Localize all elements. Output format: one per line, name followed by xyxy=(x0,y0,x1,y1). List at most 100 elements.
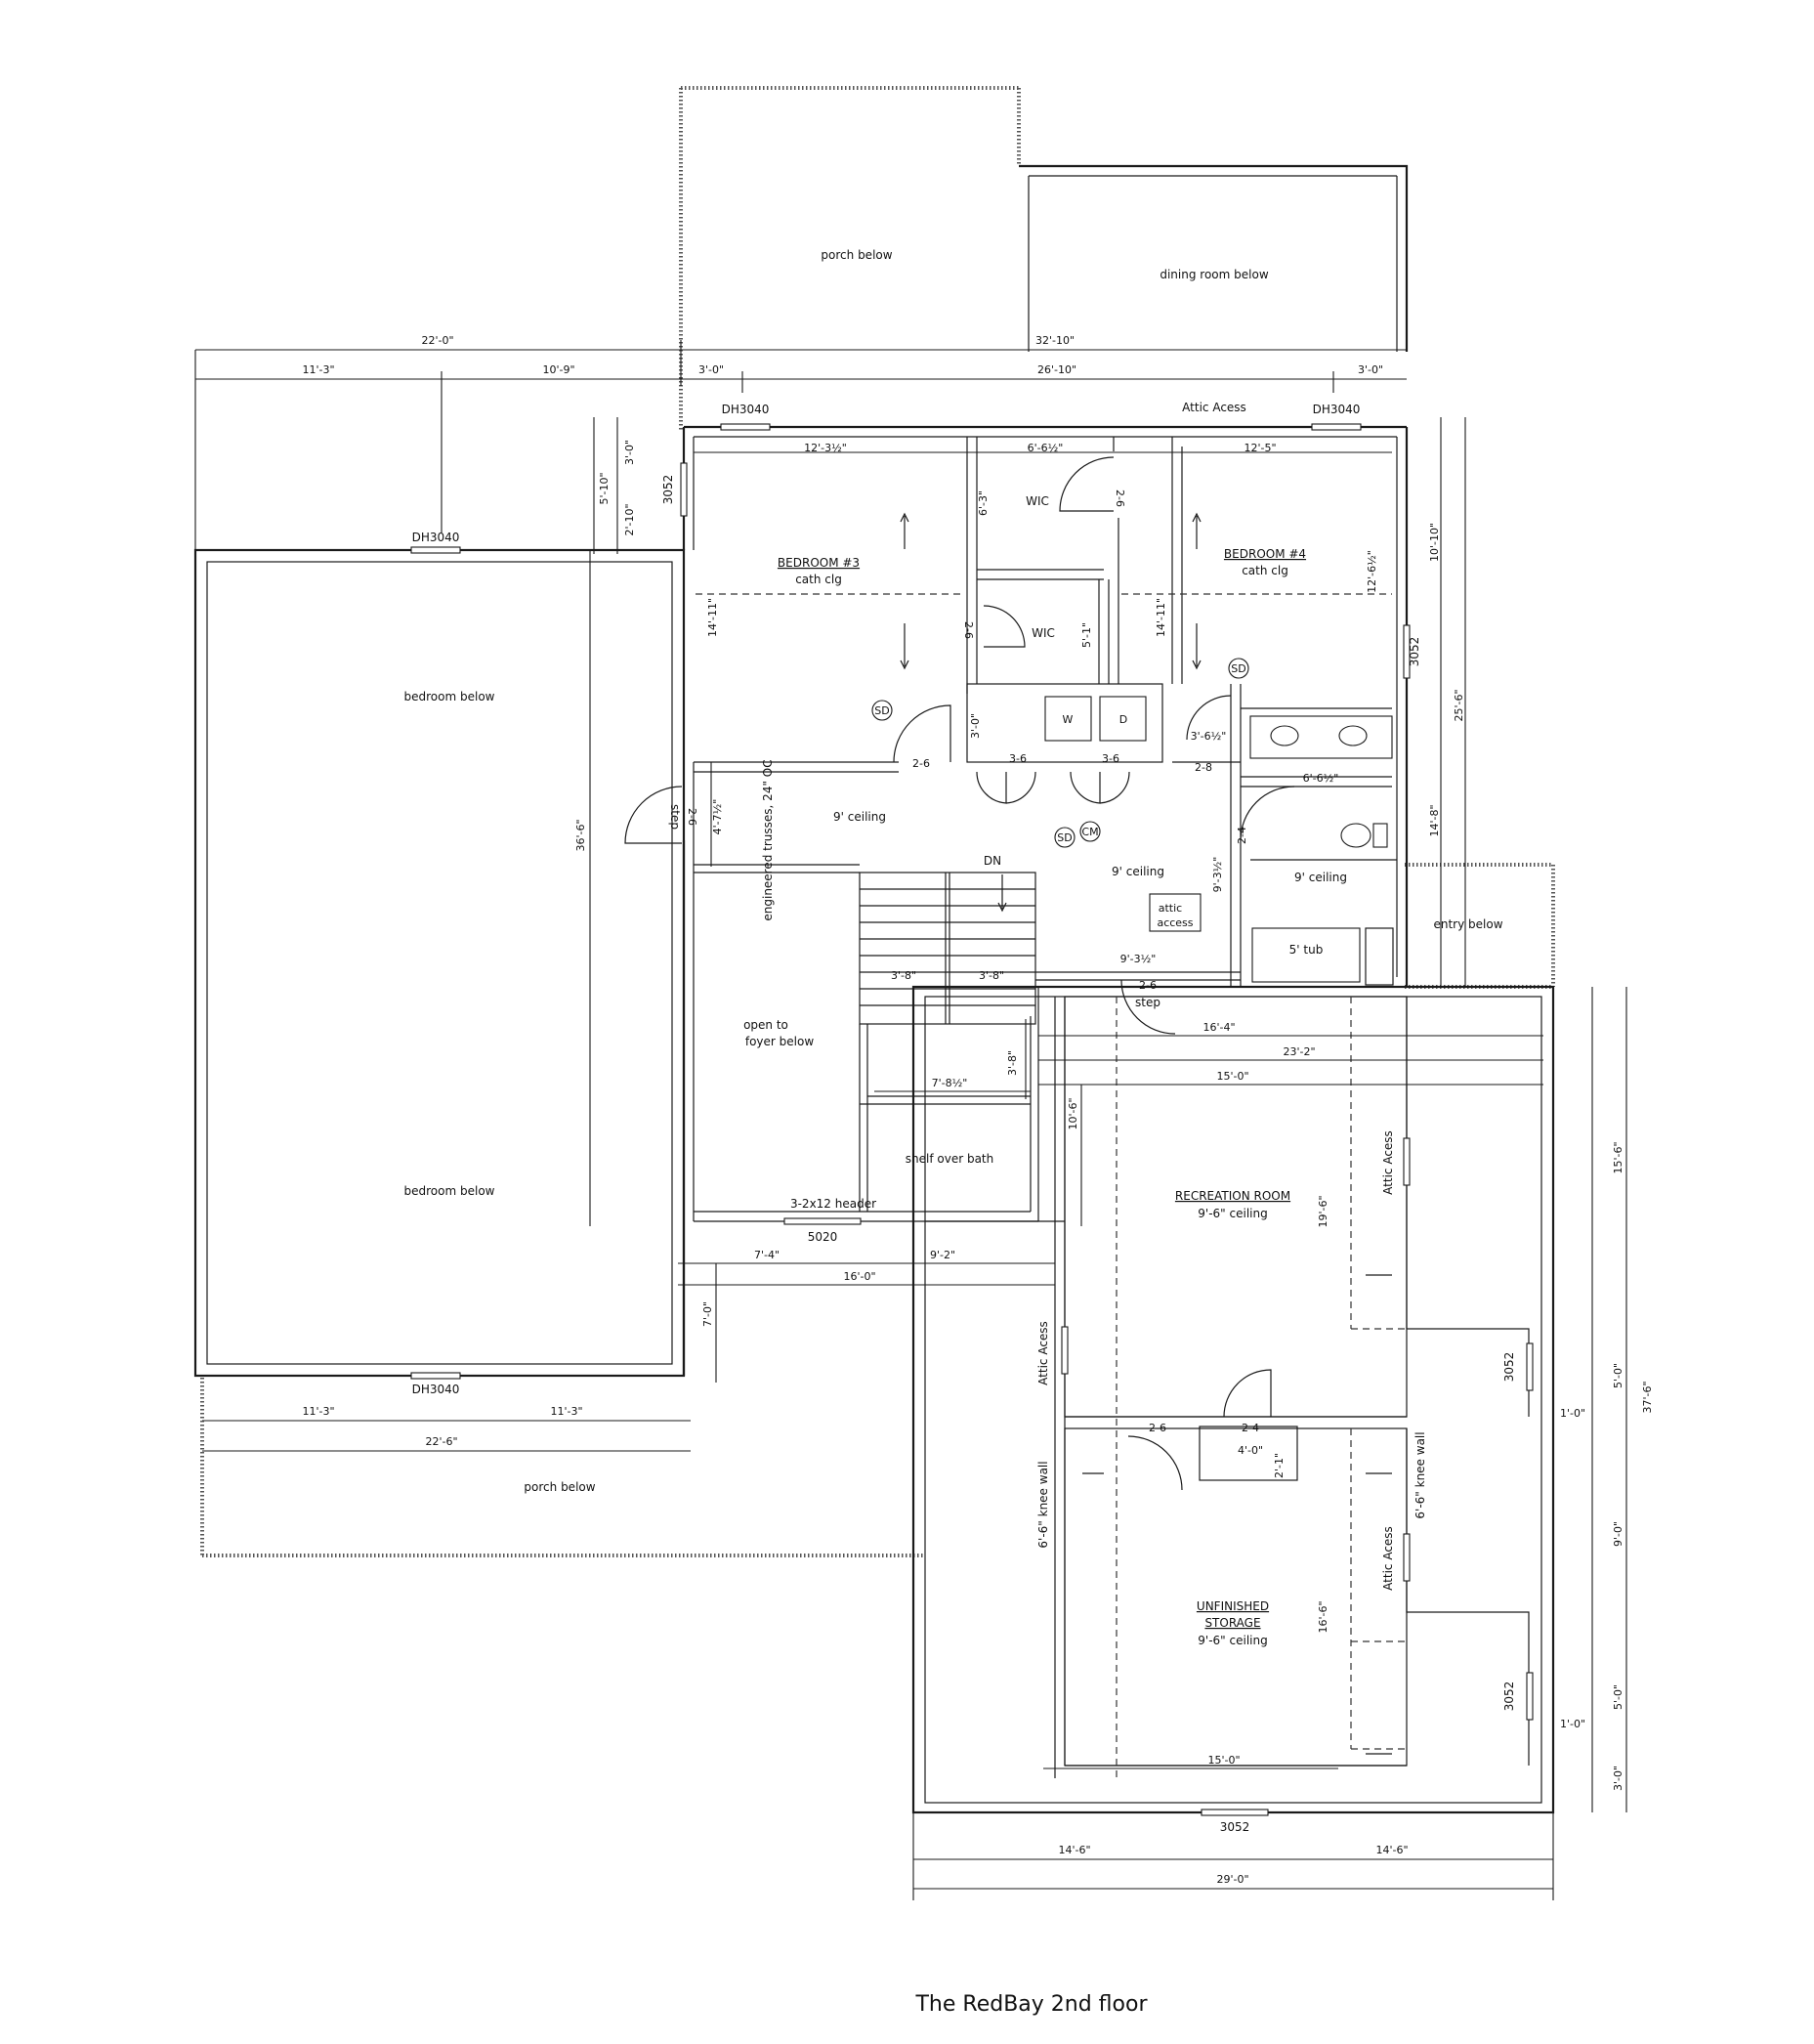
porch-below-top: porch below xyxy=(821,248,892,262)
window-3052-left: 3052 xyxy=(661,475,675,505)
dim-2-8: 2-8 xyxy=(1195,761,1212,774)
washer-label: W xyxy=(1063,713,1074,726)
attic-access-2: access xyxy=(1157,916,1193,929)
dim-3-6b: 3-6 xyxy=(1102,752,1119,765)
dim-7-4: 7'-4" xyxy=(754,1249,780,1261)
porch-outline-top xyxy=(679,86,1021,430)
dim-1-0b: 1'-0" xyxy=(1560,1718,1585,1730)
dim-3-8c: 3'-8" xyxy=(1006,1050,1019,1076)
attic-acess-left: Attic Acess xyxy=(1036,1321,1050,1385)
dim-3-0e: 3'-0" xyxy=(1612,1766,1624,1791)
window-3052-rec: 3052 xyxy=(1502,1352,1516,1383)
dim-3-0d: 3'-0" xyxy=(969,713,982,739)
dim-3-0a: 3'-0" xyxy=(698,363,724,376)
stair-treads xyxy=(860,873,1035,1024)
ceiling-hall-left: 9' ceiling xyxy=(833,810,886,824)
recreation-room-label: RECREATION ROOM xyxy=(1175,1189,1290,1203)
dim-26-10: 26'-10" xyxy=(1037,363,1076,376)
open-to-1: open to xyxy=(743,1018,788,1032)
dim-6-6h2: 6'-6½" xyxy=(1303,772,1339,785)
bedroom3-note: cath clg xyxy=(795,573,842,586)
bedroom3-label: BEDROOM #3 xyxy=(778,556,860,570)
dim-9-2: 9'-2" xyxy=(930,1249,955,1261)
dim-3-0b: 3'-0" xyxy=(1358,363,1383,376)
dim-5-0b: 5'-0" xyxy=(1612,1684,1624,1710)
wic-label-1: WIC xyxy=(1026,494,1049,508)
porch-outline-bottom xyxy=(200,1378,923,1557)
window-dh-left-top: DH3040 xyxy=(412,531,460,544)
dimension-lines xyxy=(194,340,1627,1900)
sd-label-2: SD xyxy=(1231,662,1245,675)
dim-9-0: 9'-0" xyxy=(1612,1521,1624,1547)
dim-14-6b: 14'-6" xyxy=(1375,1844,1408,1856)
bedroom-below-1: bedroom below xyxy=(404,690,495,703)
dim-6-3: 6'-3" xyxy=(977,490,990,516)
dim-14-8: 14'-8" xyxy=(1428,804,1441,836)
window-dh-top-left: DH3040 xyxy=(722,403,770,416)
area-notes: porch below dining room below bedroom be… xyxy=(404,248,1503,1591)
dim-14-11b: 14'-11" xyxy=(1155,598,1167,637)
window-3052-bottom: 3052 xyxy=(1220,1820,1250,1834)
dim-3-6h: 3'-6½" xyxy=(1191,730,1227,743)
dim-2-4a: 2-4 xyxy=(1236,827,1248,844)
header-note: 3-2x12 header xyxy=(790,1197,876,1211)
step-left: step xyxy=(668,804,682,830)
dim-2-6c: 2-6 xyxy=(912,757,930,770)
dim-2-10: 2'-10" xyxy=(623,503,636,535)
attic-acess-right2: Attic Acess xyxy=(1381,1526,1395,1591)
window-3052-right: 3052 xyxy=(1408,637,1421,667)
attic-acess-top: Attic Acess xyxy=(1182,401,1246,414)
window-3052-sto: 3052 xyxy=(1502,1682,1516,1712)
dim-6-6h: 6'-6½" xyxy=(1028,442,1064,454)
dim-10-9: 10'-9" xyxy=(542,363,574,376)
dim-2-6f: 2-6 xyxy=(1149,1422,1166,1434)
room-labels: BEDROOM #3 cath clg BEDROOM #4 cath clg … xyxy=(778,494,1306,1647)
dim-3-0c: 3'-0" xyxy=(623,440,636,465)
dim-16-0: 16'-0" xyxy=(843,1270,875,1283)
dim-25-6: 25'-6" xyxy=(1453,689,1465,721)
dryer-label: D xyxy=(1119,713,1127,726)
stair-dn: DN xyxy=(984,854,1001,868)
dim-11-3b: 11'-3" xyxy=(302,1405,334,1418)
tub-label: 5' tub xyxy=(1289,943,1324,957)
dim-15-0a: 15'-0" xyxy=(1216,1070,1248,1083)
dim-12-3h: 12'-3½" xyxy=(804,442,847,454)
open-to-2: foyer below xyxy=(745,1035,814,1048)
bedroom-below-2: bedroom below xyxy=(404,1184,495,1198)
dim-16-6: 16'-6" xyxy=(1317,1600,1329,1633)
dim-29-0: 29'-0" xyxy=(1216,1873,1248,1886)
dim-3-8a: 3'-8" xyxy=(891,969,916,982)
ceiling-lines xyxy=(696,512,1392,1755)
dimension-labels: 22'-0" 32'-10" 11'-3" 10'-9" 3'-0" 26'-1… xyxy=(302,334,1654,1886)
window-5020: 5020 xyxy=(808,1230,838,1244)
main-walls xyxy=(682,425,1409,1376)
fixtures xyxy=(871,658,1393,983)
dim-36-6: 36'-6" xyxy=(574,819,587,851)
doors xyxy=(624,456,1295,1491)
dining-below: dining room below xyxy=(1160,268,1268,281)
sd-label-3: SD xyxy=(1057,831,1072,844)
dim-7-8h: 7'-8½" xyxy=(932,1077,968,1089)
attic-acess-right1: Attic Acess xyxy=(1381,1130,1395,1195)
dim-2-6e: 2-6 xyxy=(1139,979,1157,992)
plan-title: The RedBay 2nd floor xyxy=(914,1992,1148,2017)
window-dh-top-right: DH3040 xyxy=(1313,403,1361,416)
left-wing-walls xyxy=(193,548,686,1378)
lower-wing-walls xyxy=(911,985,1555,1814)
window-dh-left-bottom: DH3040 xyxy=(412,1383,460,1396)
dim-15-0b: 15'-0" xyxy=(1207,1754,1240,1767)
dim-22-6: 22'-6" xyxy=(425,1435,457,1448)
dim-32-10: 32'-10" xyxy=(1035,334,1075,347)
bedroom4-label: BEDROOM #4 xyxy=(1224,547,1306,561)
dim-10-10: 10'-10" xyxy=(1428,523,1441,562)
dim-2-6a: 2-6 xyxy=(1114,490,1126,507)
dim-10-6: 10'-6" xyxy=(1067,1097,1079,1129)
dim-19-6: 19'-6" xyxy=(1317,1195,1329,1227)
storage-label-2: STORAGE xyxy=(1204,1616,1260,1630)
dim-15-6: 15'-6" xyxy=(1612,1141,1624,1173)
dim-11-3a: 11'-3" xyxy=(302,363,334,376)
storage-label-1: UNFINISHED xyxy=(1197,1599,1269,1613)
knee-wall-right: 6'-6" knee wall xyxy=(1413,1431,1427,1518)
recreation-room-note: 9'-6" ceiling xyxy=(1198,1207,1267,1220)
